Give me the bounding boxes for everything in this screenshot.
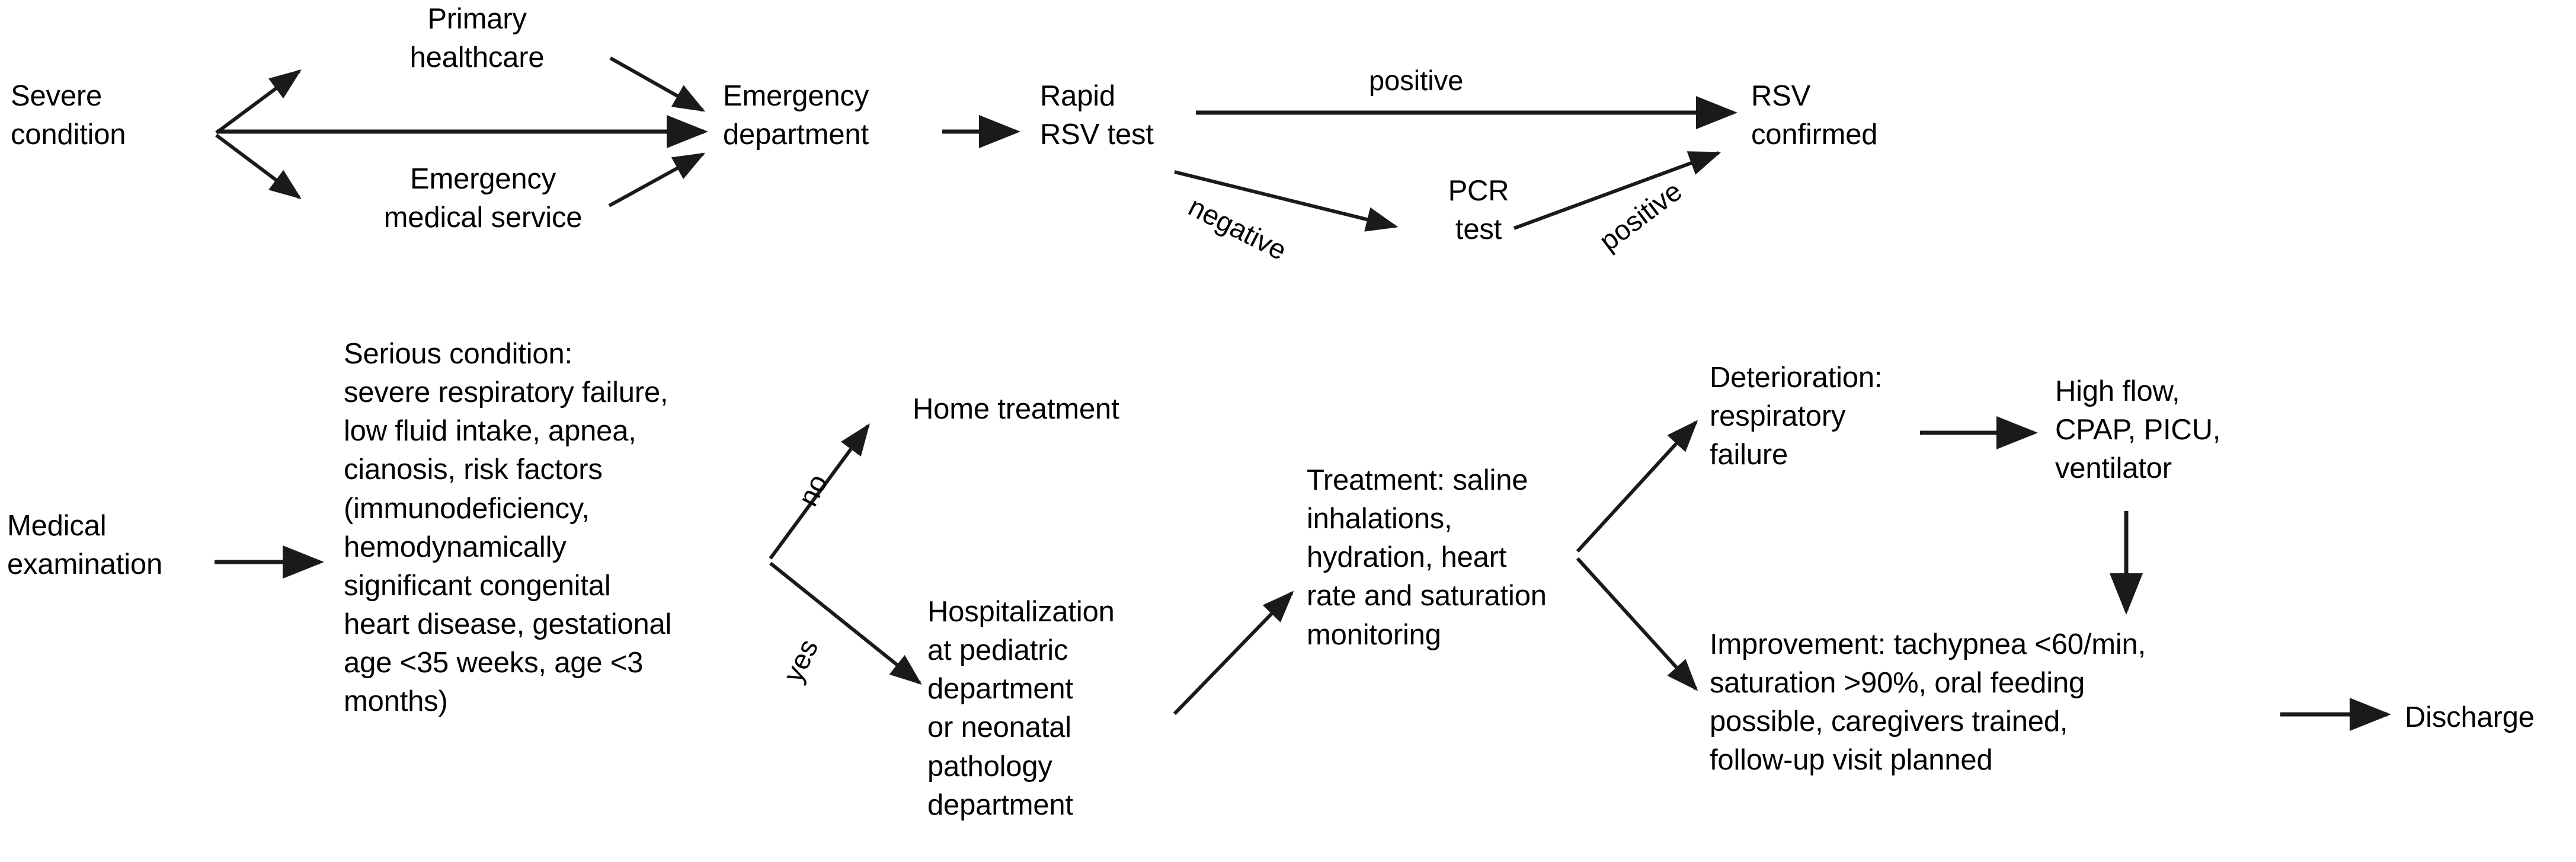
node-emergency-department[interactable]: Emergency department: [723, 80, 869, 151]
node-improvement[interactable]: Improvement: tachypnea <60/min, saturati…: [1710, 628, 2146, 777]
edge-hospitalization-to-treatment: [1173, 590, 1294, 716]
edge-severe-to-ems: [215, 133, 302, 199]
edge-label-no: no: [791, 469, 834, 511]
edge-label-yes: yes: [776, 634, 824, 687]
node-discharge[interactable]: Discharge: [2405, 701, 2535, 733]
node-hospitalization[interactable]: Hospitalization at pediatric department …: [927, 596, 1115, 821]
edge-label-positive-direct: positive: [1369, 65, 1464, 96]
node-rsv-confirmed[interactable]: RSV confirmed: [1751, 80, 1878, 151]
node-deterioration[interactable]: Deterioration: respiratory failure: [1710, 362, 1883, 471]
edge-treatment-to-deterioration: [1576, 420, 1698, 553]
edge-severe-to-primary: [215, 69, 302, 135]
edge-label-negative: negative: [1183, 190, 1292, 266]
node-treatment[interactable]: Treatment: saline inhalations, hydration…: [1307, 464, 1547, 651]
node-emergency-medical-service[interactable]: Emergency medical service: [383, 163, 583, 234]
node-severe-condition[interactable]: Severe condition: [11, 80, 126, 151]
edge-treatment-to-improvement: [1576, 557, 1698, 691]
node-medical-examination[interactable]: Medical examination: [7, 510, 163, 581]
edge-primary-to-ed: [609, 56, 706, 112]
edge-ems-to-ed: [608, 152, 706, 207]
edge-label-positive-pcr: positive: [1593, 174, 1688, 257]
node-rapid-rsv-test[interactable]: Rapid RSV test: [1040, 80, 1154, 151]
node-serious-condition[interactable]: Serious condition: severe respiratory fa…: [344, 338, 672, 718]
node-home-treatment[interactable]: Home treatment: [913, 393, 1119, 425]
node-high-flow[interactable]: High flow, CPAP, PICU, ventilator: [2055, 375, 2221, 485]
node-pcr-test[interactable]: PCR test: [1448, 175, 1509, 246]
node-primary-healthcare[interactable]: Primary healthcare: [409, 3, 545, 74]
